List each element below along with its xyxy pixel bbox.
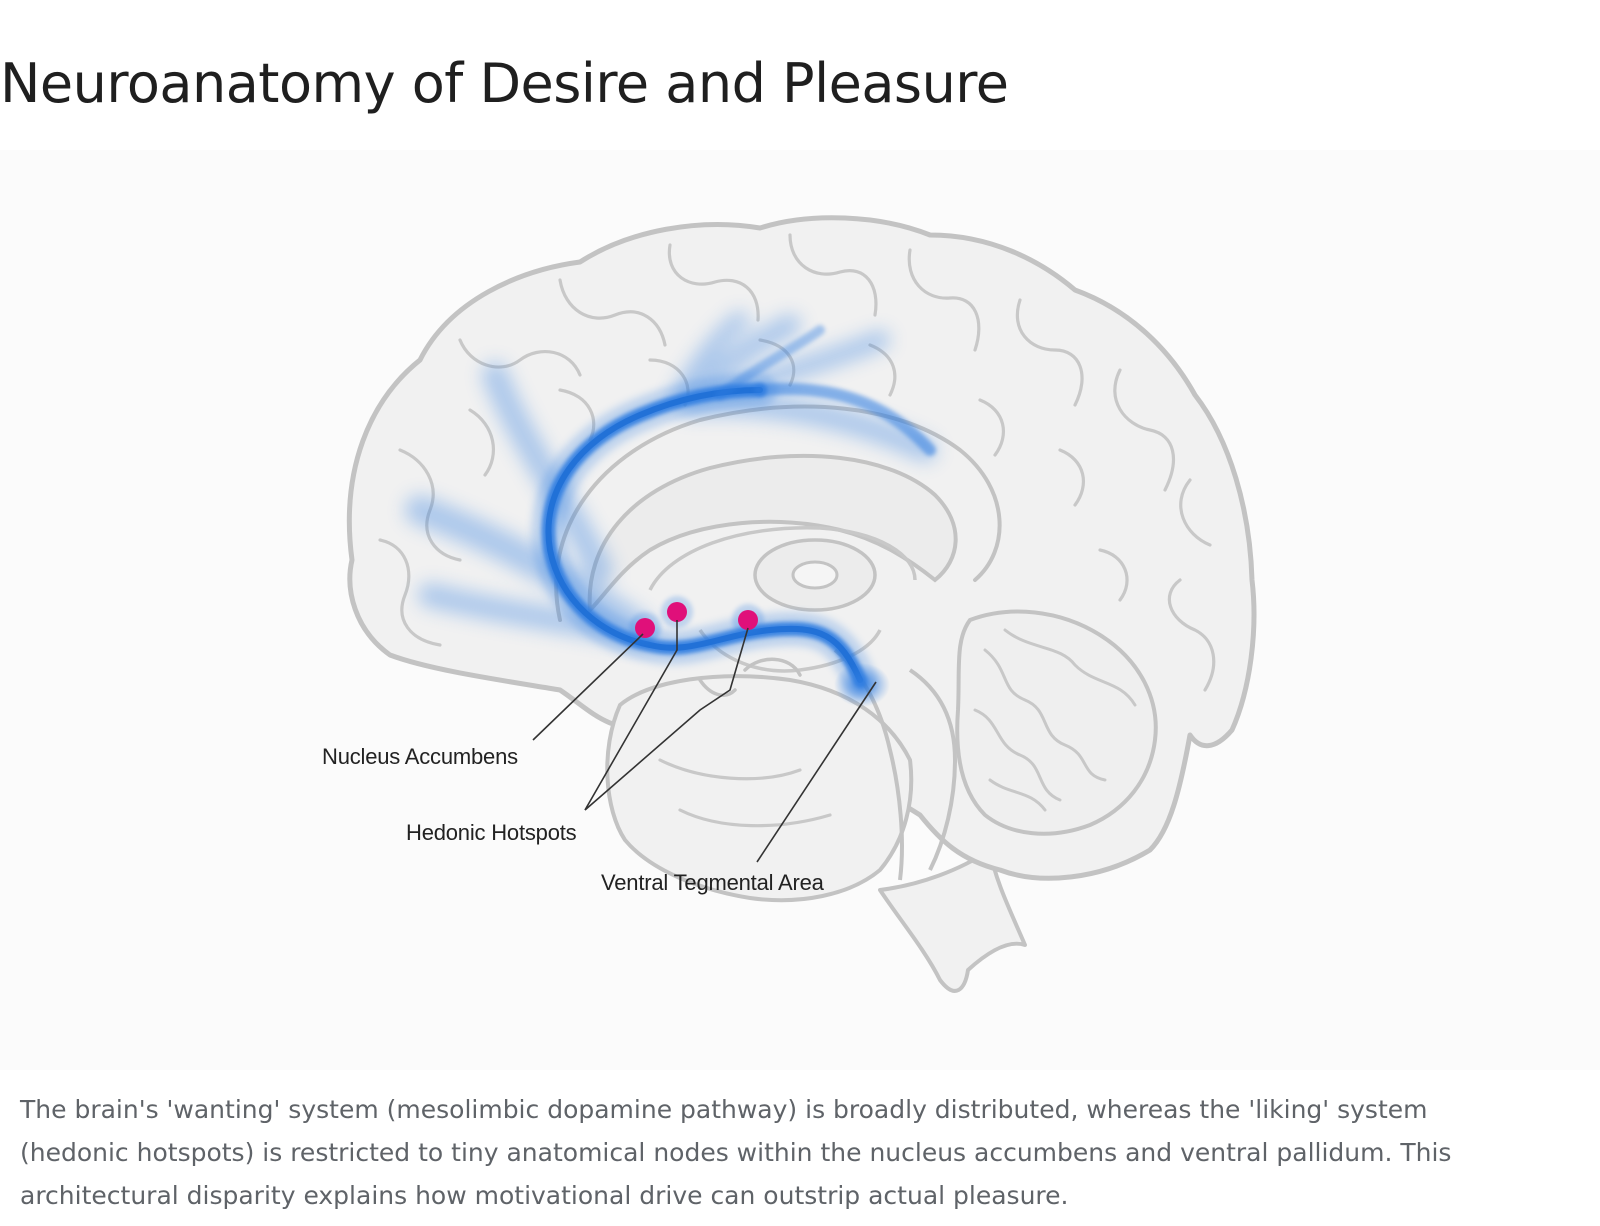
optic-region — [698, 657, 802, 697]
figure-caption: The brain's 'wanting' system (mesolimbic… — [20, 1095, 1452, 1210]
hotspot-dot — [635, 618, 655, 638]
vta-glow — [834, 663, 890, 707]
leader-line-hedonic-hotspot-1 — [584, 620, 678, 811]
leader-line-hedonic-hotspot-2 — [584, 627, 749, 811]
pons-outline — [908, 668, 958, 871]
cortical-folds — [378, 233, 1216, 828]
hotspot-dot — [738, 610, 758, 630]
cerebellum-folds — [973, 628, 1137, 812]
leader-line-nucleus-accumbens — [532, 633, 644, 741]
temporal-lobe — [605, 674, 914, 903]
hotspot-dot — [667, 602, 687, 622]
cerebellum — [955, 609, 1158, 836]
brain-diagram: Nucleus Accumbens Hedonic Hotspots Ventr… — [0, 150, 1600, 1070]
dopamine-pathway — [531, 325, 936, 697]
label-hedonic-hotspots: Hedonic Hotspots — [406, 820, 577, 845]
brain-diagram-svg — [346, 215, 1257, 993]
fornix — [648, 526, 917, 591]
page-title: Neuroanatomy of Desire and Pleasure — [0, 52, 1009, 115]
leader-line-vta — [756, 681, 877, 863]
corpus-callosum — [587, 453, 958, 615]
label-ventral-tegmental-area: Ventral Tegmental Area — [601, 870, 824, 895]
interthalamic-adhesion — [791, 560, 839, 590]
hedonic-hotspots — [629, 596, 764, 644]
label-nucleus-accumbens: Nucleus Accumbens — [322, 744, 518, 769]
leader-lines — [532, 620, 877, 863]
